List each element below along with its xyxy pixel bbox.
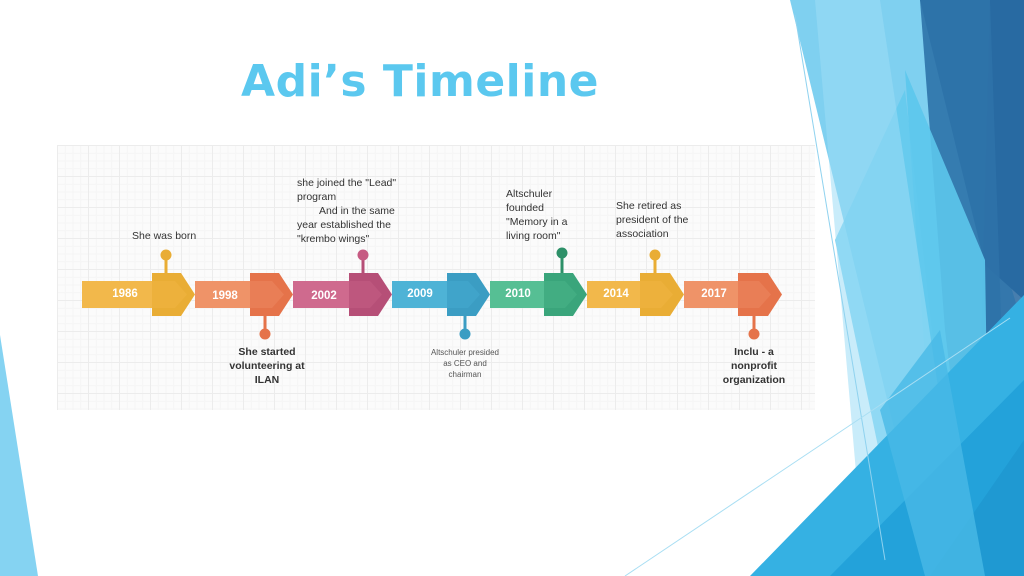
timeline-arrows [82, 247, 782, 340]
event-note-ceo: Altschuler presided as CEO and chairman [430, 348, 500, 379]
timeline-graphic: 1986 1998 2002 2009 2010 2014 2017 She w… [57, 145, 815, 410]
event-note-born: She was born [132, 230, 197, 242]
event-note-ilan: She started volunteering at ILAN [229, 346, 305, 386]
event-note-lead: she joined the "Lead" program And in the… [297, 176, 407, 246]
event-note-lead-line1: she joined the "Lead" program [297, 177, 397, 203]
pin-retired [649, 249, 661, 273]
event-note-retired: She retired as president of the associat… [616, 200, 689, 240]
year-label-1998: 1998 [212, 290, 238, 302]
event-note-lead-line2: And in the same year established the "kr… [297, 205, 395, 245]
year-label-2002: 2002 [311, 290, 337, 302]
year-label-2009: 2009 [407, 288, 433, 300]
year-label-2010: 2010 [505, 288, 531, 300]
pin-inclu [748, 316, 760, 340]
event-note-memory: Altschuler founded "Memory in a living r… [506, 188, 568, 242]
pin-ceo [459, 316, 471, 340]
pin-ilan [259, 316, 271, 340]
year-label-2017: 2017 [701, 288, 727, 300]
pin-born [160, 249, 172, 273]
pin-lead [357, 249, 369, 273]
slide-title: Adi’s Timeline [241, 56, 599, 107]
year-label-2014: 2014 [603, 288, 629, 300]
event-note-inclu: Inclu - a nonprofit organization [722, 346, 786, 386]
pin-memory [556, 247, 568, 273]
year-label-1986: 1986 [112, 288, 138, 300]
